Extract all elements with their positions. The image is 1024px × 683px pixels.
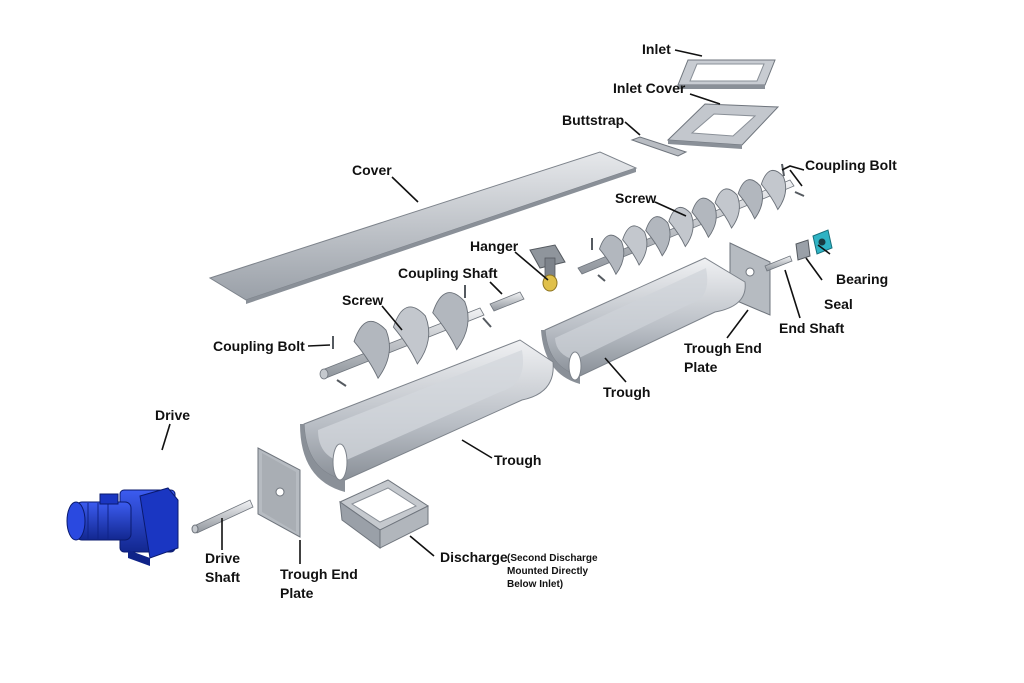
inlet-part — [677, 59, 776, 89]
label-drive: Drive — [155, 407, 191, 423]
screw-flight — [691, 197, 717, 239]
screw-flight — [392, 306, 430, 365]
label-trough-left: Trough — [494, 452, 542, 468]
seal-part — [795, 239, 811, 261]
label-bearing: Bearing — [836, 271, 889, 287]
screw-left-part — [319, 292, 485, 380]
label-buttstrap: Buttstrap — [562, 112, 625, 128]
label-drive-shaft-line1: Drive — [205, 550, 241, 566]
label-trough-end-plate-right-line2: Plate — [684, 359, 718, 375]
screw-top-flights — [598, 169, 787, 276]
cover-part — [208, 151, 638, 304]
label-discharge-note-line3: Below Inlet) — [507, 579, 564, 590]
end-shaft-part — [764, 255, 793, 272]
label-hanger: Hanger — [470, 238, 519, 254]
label-trough-end-plate-left-line1: Trough End — [280, 566, 358, 582]
bearing-part — [812, 229, 833, 255]
label-trough-end-plate-left-line2: Plate — [280, 585, 314, 601]
screw-flight — [668, 206, 694, 248]
discharge-part — [338, 479, 430, 549]
label-trough-end-plate-left: Trough End Plate — [280, 566, 358, 602]
trough-end-plate-left-part — [257, 447, 301, 538]
label-drive-shaft-line2: Shaft — [205, 569, 241, 585]
buttstrap-part — [630, 136, 688, 157]
label-drive-shaft: Drive Shaft — [205, 550, 240, 586]
screw-left-flights — [353, 292, 469, 380]
screw-flight — [432, 292, 469, 351]
label-discharge-note: (Second Discharge Mounted Directly Below… — [507, 552, 598, 591]
label-end-shaft: End Shaft — [779, 320, 845, 336]
label-coupling-bolt-left: Coupling Bolt — [213, 338, 305, 354]
leader-lines — [161, 49, 831, 564]
inlet-cover-part — [666, 103, 780, 149]
screw-top-part — [577, 169, 795, 276]
bolts — [332, 163, 805, 387]
screw-flight — [353, 320, 390, 380]
label-coupling-bolt-top: Coupling Bolt — [805, 157, 897, 173]
screw-flight — [714, 188, 740, 229]
label-trough-right: Trough — [603, 384, 651, 400]
drive-shaft-part — [191, 499, 254, 534]
label-inlet-cover: Inlet Cover — [613, 80, 686, 96]
label-discharge-note-line1: (Second Discharge — [507, 553, 598, 564]
drive-motor-part — [66, 487, 179, 566]
screw-flight — [622, 225, 648, 266]
screw-flight — [737, 179, 763, 220]
label-discharge: Discharge — [440, 549, 508, 565]
label-inlet: Inlet — [642, 41, 671, 57]
hanger-part — [529, 244, 566, 292]
label-discharge-note-line2: Mounted Directly — [507, 566, 589, 577]
label-cover: Cover — [352, 162, 392, 178]
label-coupling-shaft: Coupling Shaft — [398, 265, 498, 281]
screw-flight — [760, 169, 787, 211]
trough-left-part — [300, 339, 554, 492]
label-seal: Seal — [824, 296, 853, 312]
label-screw-top: Screw — [615, 190, 657, 206]
coupling-shaft-part — [489, 291, 525, 312]
trough-right-part — [541, 257, 746, 384]
screw-flight — [598, 234, 625, 276]
screw-flight — [645, 216, 671, 257]
label-trough-end-plate-right: Trough End Plate — [684, 340, 762, 376]
label-trough-end-plate-right-line1: Trough End — [684, 340, 762, 356]
label-screw-left: Screw — [342, 292, 384, 308]
